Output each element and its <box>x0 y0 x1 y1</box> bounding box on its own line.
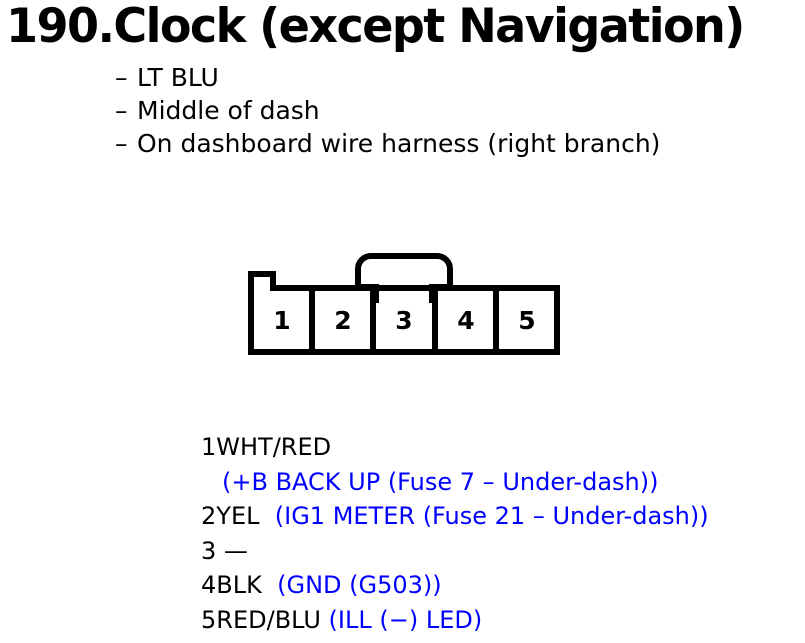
pin-number-2: 2 <box>334 306 351 335</box>
pin-legend-row: 1WHT/RED <box>201 430 805 465</box>
list-item: – Middle of dash <box>115 94 795 127</box>
pin-number-4: 4 <box>457 306 474 335</box>
dash-bullet-icon: – <box>115 63 128 92</box>
dash-bullet-icon: – <box>115 129 128 158</box>
pin-number: 4 <box>201 571 217 599</box>
pin-legend: 1WHT/RED (+B BACK UP (Fuse 7 – Under-das… <box>201 430 805 637</box>
pin-legend-row: 3 — <box>201 534 805 569</box>
list-item: – LT BLU <box>115 61 795 94</box>
pin-legend-row-continuation: (+B BACK UP (Fuse 7 – Under-dash)) <box>201 465 805 500</box>
pin-description: (GND (G503)) <box>277 571 442 599</box>
list-item: – On dashboard wire harness (right branc… <box>115 127 795 160</box>
wire-color: YEL <box>216 502 260 530</box>
pin-description: (IG1 METER (Fuse 21 – Under-dash)) <box>274 502 709 530</box>
wire-color: RED/BLU <box>216 605 321 634</box>
list-item-label: On dashboard wire harness (right branch) <box>137 129 661 158</box>
spacer <box>321 606 329 634</box>
pin-dividers <box>309 288 499 352</box>
pin-number: 1 <box>201 433 217 461</box>
wire-color: BLK <box>216 571 262 599</box>
pin-number: 2 <box>201 502 217 530</box>
spacer <box>262 571 277 599</box>
pin-description: (+B BACK UP (Fuse 7 – Under-dash)) <box>222 467 659 496</box>
connector-diagram: 1 2 3 4 5 <box>248 243 560 361</box>
pin-number-1: 1 <box>273 306 290 335</box>
pin-legend-row: 2YEL (IG1 METER (Fuse 21 – Under-dash)) <box>201 499 805 534</box>
pin-legend-row: 5RED/BLU (ILL (−) LED) <box>201 603 805 638</box>
page-title: 190.Clock (except Navigation) <box>6 0 745 54</box>
dash-bullet-icon: – <box>115 96 128 125</box>
pin-description: (ILL (−) LED) <box>328 605 483 634</box>
spacer <box>259 502 274 530</box>
wire-color: — <box>216 536 248 565</box>
connector-body <box>248 271 560 355</box>
list-item-label: LT BLU <box>137 63 219 92</box>
pin-number: 5 <box>201 605 217 634</box>
pin-legend-row: 4BLK (GND (G503)) <box>201 568 805 603</box>
wire-color: WHT/RED <box>216 433 332 461</box>
pin-number: 3 <box>201 536 217 565</box>
description-list: – LT BLU – Middle of dash – On dashboard… <box>115 61 795 160</box>
list-item-label: Middle of dash <box>137 96 320 125</box>
pin-number-3: 3 <box>395 306 412 335</box>
pin-number-5: 5 <box>518 306 535 335</box>
